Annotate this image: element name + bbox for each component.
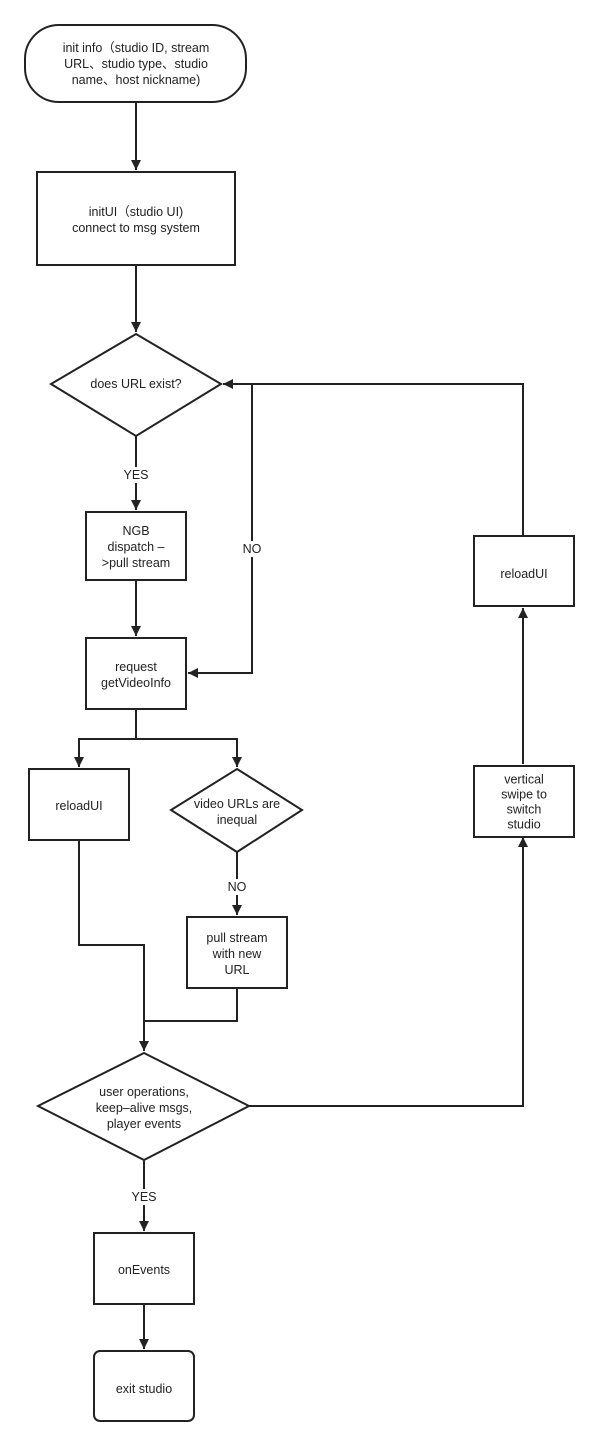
edge-reload-ui-left-to-user-ops	[78, 840, 149, 1051]
node-reload-ui-right: reloadUI	[473, 535, 575, 607]
node-ngb-dispatch: NGB dispatch – >pull stream	[85, 511, 187, 581]
label-line: switch	[507, 803, 542, 817]
edge-label-urls-inequal-no: NO	[228, 880, 247, 894]
label-line: keep–alive msgs,	[96, 1101, 193, 1115]
label-line: vertical	[504, 773, 544, 787]
process-shape	[186, 916, 288, 989]
label-line: name、host nickname)	[72, 73, 201, 87]
label-line: NGB	[122, 524, 149, 538]
node-user-ops: user operations, keep–alive msgs, player e…	[35, 1051, 252, 1162]
label-line: reloadUI	[55, 799, 102, 813]
edge-url-exists-no-to-request-info	[188, 384, 253, 678]
node-init-ui: initUI（studio UI) connect to msg system	[36, 171, 236, 266]
edge-reload-ui-right-to-url-exists	[223, 379, 524, 536]
label-line: studio	[507, 818, 540, 832]
label-line: does URL exist?	[90, 377, 181, 391]
process-shape	[85, 511, 187, 581]
node-urls-inequal-label: video URLs are inequal	[194, 797, 280, 827]
node-url-exists-label: does URL exist?	[90, 377, 181, 391]
node-exit-studio: exit studio	[93, 1350, 195, 1422]
label-line: request	[115, 660, 157, 674]
edge-label-url-exists-yes: YES	[123, 468, 148, 482]
edges-layer	[74, 102, 528, 1349]
node-request-info: request getVideoInfo	[85, 637, 187, 710]
node-urls-inequal: video URLs are inequal	[169, 767, 304, 854]
node-user-ops-label: user operations, keep–alive msgs, player e…	[96, 1085, 193, 1131]
process-shape	[36, 171, 236, 266]
node-reload-ui-left-label: reloadUI	[55, 799, 102, 813]
process-shape	[473, 765, 575, 838]
decision-shape	[49, 332, 223, 438]
decision-shape	[35, 1051, 252, 1162]
label-line: getVideoInfo	[101, 676, 171, 690]
edge-labels-layer: YES NO NO YES	[118, 467, 266, 1205]
label-line: player events	[107, 1117, 181, 1131]
edge-user-ops-to-vertical-swipe	[249, 837, 528, 1107]
label-line: swipe to	[501, 788, 547, 802]
label-line: URL	[224, 963, 249, 977]
process-shape	[28, 768, 130, 841]
edge-request-info-to-reload-ui-left	[74, 709, 137, 767]
node-reload-ui-left: reloadUI	[28, 768, 130, 841]
edge-pull-new-url-to-user-ops	[144, 988, 238, 1022]
decision-shape	[169, 767, 304, 854]
node-request-info-label: request getVideoInfo	[101, 660, 171, 690]
label-line: with new	[212, 947, 263, 961]
label-line: initUI（studio UI)	[89, 205, 183, 219]
node-on-events: onEvents	[93, 1232, 195, 1305]
label-line: >pull stream	[102, 556, 170, 570]
label-line: onEvents	[118, 1263, 170, 1277]
node-url-exists: does URL exist?	[49, 332, 223, 438]
process-shape	[85, 637, 187, 710]
node-reload-ui-right-label: reloadUI	[500, 567, 547, 581]
terminal-shape	[93, 1350, 195, 1422]
process-shape	[473, 535, 575, 607]
terminal-shape	[24, 24, 247, 103]
node-ngb-dispatch-label: NGB dispatch – >pull stream	[102, 524, 170, 570]
label-line: reloadUI	[500, 567, 547, 581]
edge-label-url-exists-no: NO	[243, 542, 262, 556]
label-line: video URLs are	[194, 797, 280, 811]
label-line: user operations,	[99, 1085, 189, 1099]
label-line: dispatch –	[108, 540, 165, 554]
node-exit-studio-label: exit studio	[116, 1382, 172, 1396]
label-line: connect to msg system	[72, 221, 200, 235]
label-line: pull stream	[206, 931, 267, 945]
label-line: URL、studio type、studio	[64, 57, 208, 71]
edge-request-info-to-urls-inequal	[136, 738, 242, 767]
process-shape	[93, 1232, 195, 1305]
label-line: init info（studio ID, stream	[63, 41, 210, 55]
node-on-events-label: onEvents	[118, 1263, 170, 1277]
label-line: exit studio	[116, 1382, 172, 1396]
label-line: inequal	[217, 813, 257, 827]
edge-label-user-ops-yes: YES	[131, 1190, 156, 1204]
node-init-ui-label: initUI（studio UI) connect to msg system	[72, 205, 200, 235]
